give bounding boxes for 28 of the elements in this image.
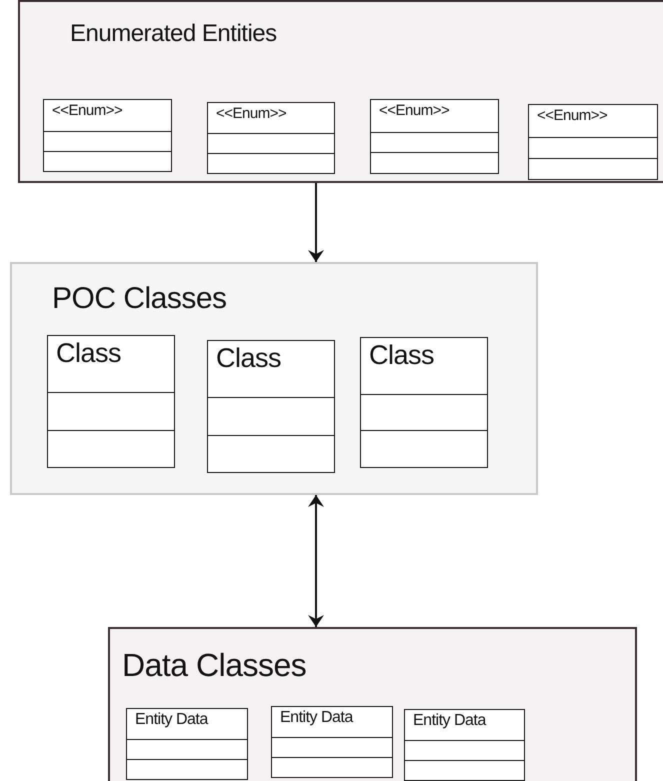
class-name: Entity Data bbox=[280, 709, 353, 727]
package-box bbox=[10, 262, 538, 495]
class-box bbox=[47, 335, 175, 468]
class-box bbox=[528, 104, 658, 180]
class-box bbox=[360, 337, 488, 468]
class-name: Class bbox=[216, 343, 282, 374]
class-name: <<Enum>> bbox=[379, 102, 450, 119]
class-box bbox=[43, 99, 172, 172]
class-name: <<Enum>> bbox=[216, 105, 286, 122]
package-title: Enumerated Entities bbox=[70, 20, 277, 48]
class-box bbox=[207, 102, 335, 174]
class-box bbox=[126, 708, 248, 780]
class-name: <<Enum>> bbox=[52, 102, 122, 119]
class-name: Entity Data bbox=[135, 711, 208, 729]
class-name: Entity Data bbox=[413, 712, 486, 730]
arrow bbox=[308, 495, 324, 627]
arrow bbox=[308, 183, 324, 262]
package-box bbox=[108, 627, 637, 781]
class-box bbox=[370, 99, 499, 174]
class-box bbox=[207, 340, 335, 473]
package-title: Data Classes bbox=[122, 647, 306, 684]
package-box bbox=[18, 0, 663, 183]
class-box bbox=[404, 709, 525, 781]
class-name: <<Enum>> bbox=[537, 107, 608, 124]
class-name: Class bbox=[56, 338, 122, 369]
package-title: POC Classes bbox=[52, 282, 227, 316]
class-name: Class bbox=[369, 340, 434, 371]
class-box bbox=[271, 706, 393, 778]
